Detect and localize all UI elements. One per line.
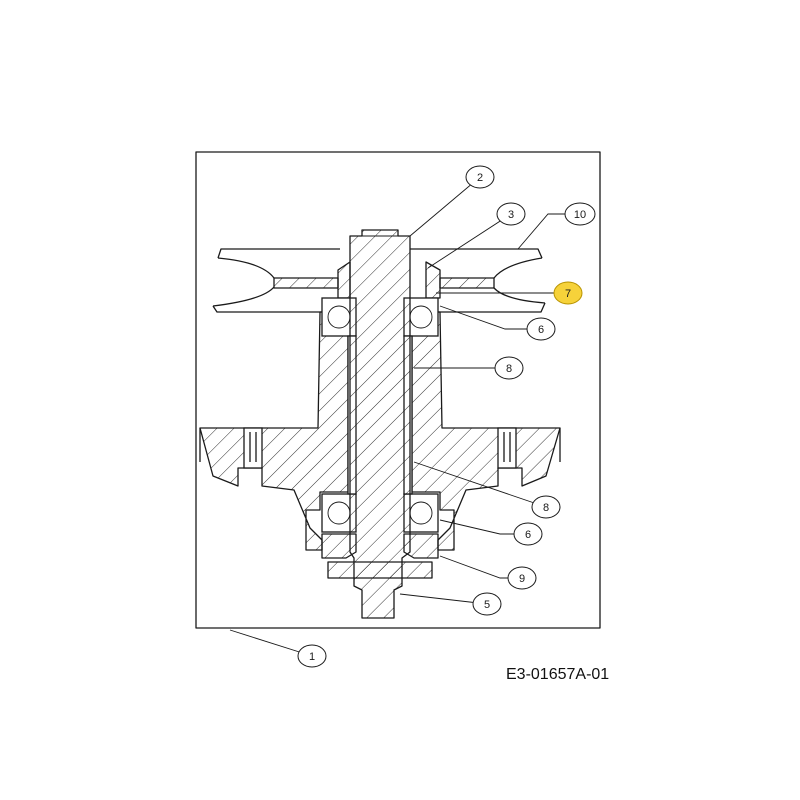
callout-6-upper-label: 6 <box>538 324 544 336</box>
callout-6-lower: 6 <box>513 522 543 546</box>
callout-3-label: 3 <box>508 209 514 221</box>
callout-9-label: 9 <box>519 573 525 585</box>
callout-6-lower-label: 6 <box>525 529 531 541</box>
callout-8-lower: 8 <box>531 495 561 519</box>
callout-1: 1 <box>297 644 327 668</box>
spindle-shaft <box>349 229 411 619</box>
callout-8-upper: 8 <box>494 356 524 380</box>
callout-3: 3 <box>496 202 526 226</box>
callout-2-label: 2 <box>477 172 483 184</box>
callout-8-lower-label: 8 <box>543 502 549 514</box>
callout-10-label: 10 <box>574 209 586 221</box>
callout-10: 10 <box>564 202 596 226</box>
callout-6-upper: 6 <box>526 317 556 341</box>
callout-8-upper-label: 8 <box>506 363 512 375</box>
callout-5-label: 5 <box>484 599 490 611</box>
callout-9: 9 <box>507 566 537 590</box>
callout-7: 7 <box>553 281 583 305</box>
callout-5: 5 <box>472 592 502 616</box>
callout-7-label: 7 <box>565 288 571 300</box>
callout-1-label: 1 <box>309 651 315 663</box>
leader-lines <box>229 176 580 657</box>
callout-2: 2 <box>465 165 495 189</box>
drawing-reference-code: E3-01657A-01 <box>506 666 610 683</box>
drawing-frame <box>195 151 601 629</box>
spindle-housing <box>199 311 561 551</box>
